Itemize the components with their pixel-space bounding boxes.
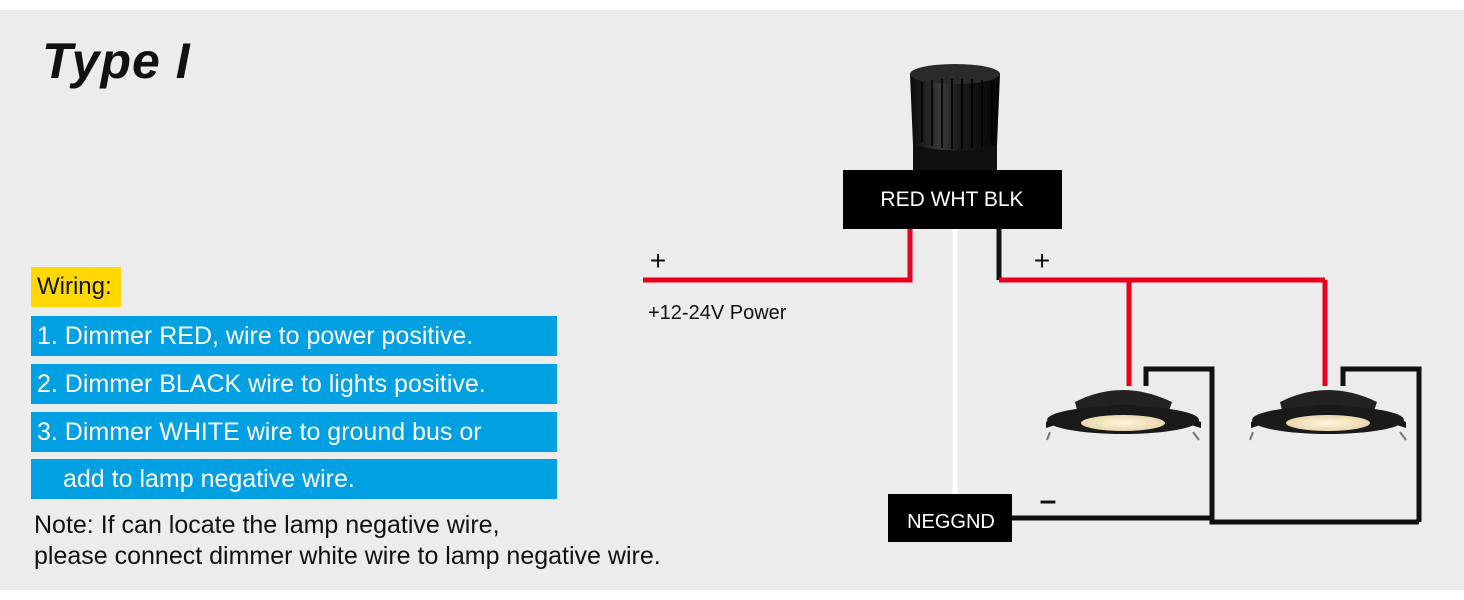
- dimmer-knob: [910, 64, 1000, 172]
- wiring-label: Wiring:: [31, 267, 121, 307]
- light-1-black-wire: [1143, 366, 1215, 518]
- power-label: +12-24V Power: [648, 302, 787, 324]
- recessed-light-1: [1046, 390, 1201, 441]
- wiring-note: Note: If can locate the lamp negative wi…: [34, 510, 661, 572]
- negative-bus-wire: [1012, 515, 1419, 525]
- wiring-note-line-1: Note: If can locate the lamp negative wi…: [34, 511, 500, 539]
- wiring-step-2: 2. Dimmer BLACK wire to lights positive.: [31, 364, 557, 404]
- neggnd-label: NEGGND: [907, 511, 995, 533]
- power-red-wire: [643, 228, 913, 283]
- recessed-light-2: [1249, 390, 1407, 441]
- wiring-note-line-2: please connect dimmer white wire to lamp…: [34, 542, 661, 570]
- dimmer-terminals-label: RED WHT BLK: [880, 188, 1023, 211]
- page-title: Type I: [42, 33, 191, 89]
- dimmer-body: [843, 170, 1062, 229]
- wiring-step-3: 3. Dimmer WHITE wire to ground bus or: [31, 412, 557, 452]
- light-2-black-wire: [1340, 366, 1422, 522]
- power-plus-sign: +: [650, 245, 666, 276]
- wiring-step-3-continued: add to lamp negative wire.: [31, 459, 557, 499]
- neggnd-box: [888, 494, 1012, 542]
- lights-plus-sign: +: [1034, 245, 1050, 276]
- negative-minus-sign: –: [1040, 484, 1057, 517]
- wiring-step-1: 1. Dimmer RED, wire to power positive.: [31, 316, 557, 356]
